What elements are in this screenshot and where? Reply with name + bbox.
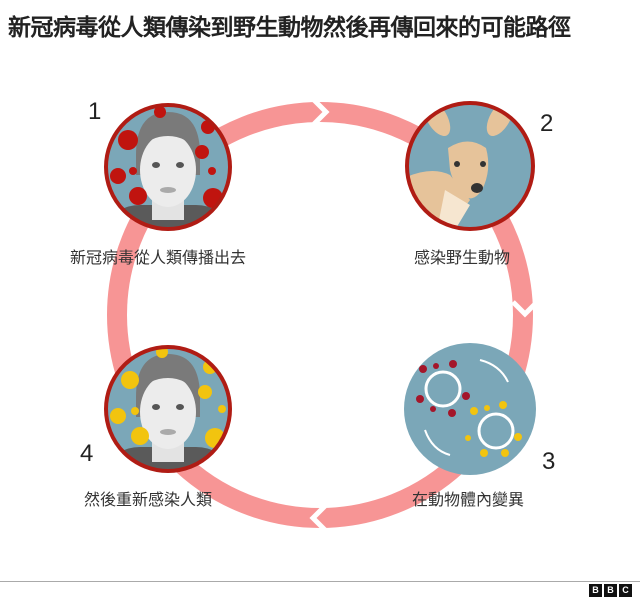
virus-mutation-icon <box>404 343 536 475</box>
bbc-logo: B B C <box>589 584 632 597</box>
bbc-logo-letter: B <box>604 584 617 597</box>
bbc-logo-letter: B <box>589 584 602 597</box>
arrow-right-icon <box>511 300 539 318</box>
reinfected-human-icon <box>104 345 232 473</box>
infected-human-icon <box>104 103 232 231</box>
step-number-4: 4 <box>80 440 94 467</box>
step-label-2: 感染野生動物 <box>414 248 511 267</box>
step-number-2: 2 <box>540 110 554 137</box>
page-title: 新冠病毒從人類傳染到野生動物然後再傳回來的可能路徑 <box>8 15 571 41</box>
footer-divider <box>0 581 640 582</box>
step-label-3: 在動物體內變異 <box>412 490 525 509</box>
arrow-bottom-icon <box>309 504 327 532</box>
deer-icon <box>405 101 535 231</box>
step-number-3: 3 <box>542 448 556 475</box>
step-label-1: 新冠病毒從人類傳播出去 <box>70 248 247 267</box>
step-label-4: 然後重新感染人類 <box>84 490 213 509</box>
step-number-1: 1 <box>88 98 102 125</box>
arrow-top-icon <box>312 98 330 126</box>
bbc-logo-letter: C <box>619 584 632 597</box>
